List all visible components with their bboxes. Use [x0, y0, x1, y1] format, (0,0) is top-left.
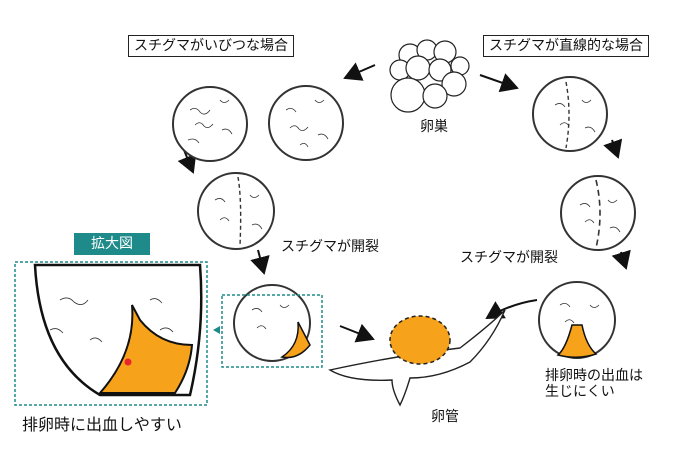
oviduct-label: 卵管	[431, 409, 459, 425]
follicle-texture	[172, 76, 636, 362]
enlarged-rupture	[97, 304, 194, 394]
cycle-arrows	[177, 62, 631, 343]
zoom-pointer	[213, 326, 220, 334]
zoom-source-frame	[221, 294, 323, 368]
ovary-label: 卵巣	[420, 119, 448, 135]
bleed-point	[124, 358, 132, 366]
bleed-hard-line2: 生じにくい	[545, 384, 615, 400]
released-oocyte	[389, 315, 451, 365]
linear-case-label: スチグマが直線的な場合	[483, 35, 649, 57]
stigma-open-right-label: スチグマが開裂	[460, 250, 558, 266]
follicle-rupture-right	[556, 324, 598, 358]
enlarged-view-tag: 拡大図	[74, 233, 150, 255]
bleed-hard-line1: 排卵時の出血は	[545, 368, 643, 384]
bleed-easy-label: 排卵時に出血しやすい	[22, 415, 182, 434]
follicle-rupture-small	[280, 321, 311, 359]
enlarged-follicle	[33, 263, 203, 397]
stigma-open-left-label: スチグマが開裂	[281, 239, 379, 255]
irregular-case-label: スチグマがいびつな場合	[128, 35, 294, 57]
ovary-cluster	[389, 39, 470, 113]
